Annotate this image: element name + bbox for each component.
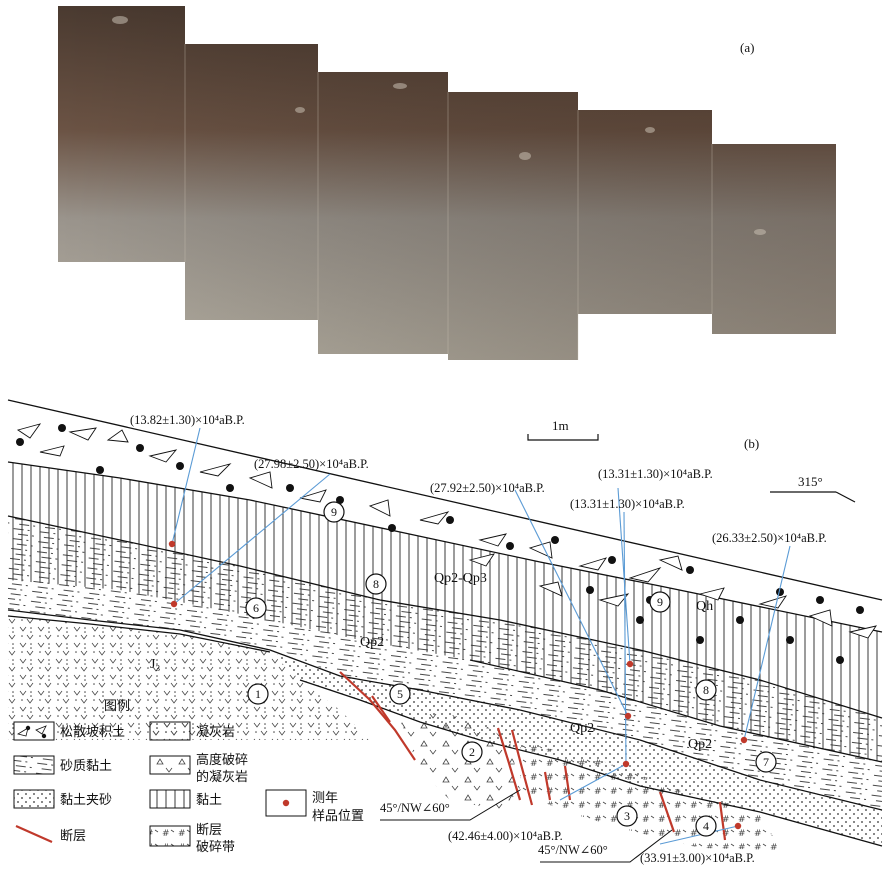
- age-label-5: (13.31±1.30)×10⁴aB.P.: [570, 497, 685, 511]
- trench-photo: [58, 6, 836, 360]
- svg-text:5: 5: [397, 687, 403, 701]
- layer-number-9a: 9: [323, 501, 345, 523]
- svg-text:4: 4: [703, 819, 709, 833]
- unit-j3: J₃: [150, 657, 160, 672]
- layer-number-3: 3: [616, 805, 638, 827]
- age-label-1: (13.82±1.30)×10⁴aB.P.: [130, 413, 245, 427]
- legend-label-tuff: 凝灰岩: [196, 724, 235, 740]
- orientation-label: 315°: [798, 474, 823, 489]
- scale-label: 1m: [552, 418, 569, 433]
- orientation-marker: 315°: [770, 474, 856, 503]
- svg-text:9: 9: [331, 505, 337, 519]
- layer-number-4: 4: [695, 815, 717, 837]
- age-label-6: (26.33±2.50)×10⁴aB.P.: [712, 531, 827, 545]
- scale-bar: 1m: [527, 418, 599, 441]
- legend-label-clay-sand: 黏土夹砂: [60, 792, 112, 808]
- fault-attitude-1: 45°/NW∠60°: [380, 801, 450, 815]
- legend-title: 图例: [104, 699, 130, 714]
- layer-number-2: 2: [461, 741, 483, 763]
- legend-label-sample-1: 测年: [312, 791, 338, 806]
- unit-qh: Qh: [696, 599, 713, 614]
- legend-label-crushed-tuff-1: 高度破碎: [196, 752, 248, 768]
- legend-label-clay: 黏土: [196, 792, 222, 808]
- unit-qp2-a: Qp2: [360, 635, 384, 650]
- svg-text:8: 8: [703, 683, 709, 697]
- fault-lines: [339, 671, 727, 841]
- layer-number-8a: 8: [365, 573, 387, 595]
- colluvium-dots: [16, 424, 864, 664]
- legend: 图例 松散坡积土 凝灰岩 砂质黏土 高度破碎 的凝灰岩 黏土夹砂 黏土 断层 断…: [13, 699, 364, 855]
- sample-leaders: [171, 427, 791, 845]
- svg-text:2: 2: [469, 745, 475, 759]
- age-label-3: (27.92±2.50)×10⁴aB.P.: [430, 481, 545, 495]
- legend-label-fault-zone-2: 破碎带: [196, 840, 235, 855]
- legend-label-fault-zone-1: 断层: [196, 823, 222, 838]
- fault-attitude-2: 45°/NW∠60°: [538, 843, 608, 857]
- age-label-8: (33.91±3.00)×10⁴aB.P.: [640, 851, 755, 865]
- colluvium-clasts: [16, 423, 878, 639]
- legend-label-colluvium: 松散坡积土: [60, 725, 125, 740]
- geologic-profile: [7, 399, 883, 863]
- layer-number-8b: 8: [695, 679, 717, 701]
- age-label-2: (27.98±2.50)×10⁴aB.P.: [254, 457, 369, 471]
- svg-text:1: 1: [255, 687, 261, 701]
- legend-label-fault: 断层: [60, 829, 86, 844]
- legend-label-sample-2: 样品位置: [312, 809, 364, 824]
- layer-number-7: 7: [755, 751, 777, 773]
- layer-number-9b: 9: [649, 591, 671, 613]
- legend-label-sandy-clay: 砂质黏土: [60, 758, 112, 774]
- svg-text:8: 8: [373, 577, 379, 591]
- panel-a-label: (a): [740, 40, 754, 55]
- unit-qp2-qp3: Qp2-Qp3: [434, 571, 487, 586]
- age-label-4: (13.31±1.30)×10⁴aB.P.: [598, 467, 713, 481]
- svg-text:9: 9: [657, 595, 663, 609]
- unit-qp2-b: Qp2: [570, 721, 594, 736]
- unit-qp2-c: Qp2: [688, 737, 712, 752]
- layer-number-1: 1: [247, 683, 269, 705]
- layer-number-5: 5: [389, 683, 411, 705]
- panel-b-label: (b): [744, 436, 759, 451]
- age-label-7: (42.46±4.00)×10⁴aB.P.: [448, 829, 563, 843]
- svg-text:6: 6: [253, 601, 259, 615]
- sample-points: [168, 540, 748, 830]
- svg-text:3: 3: [624, 809, 630, 823]
- svg-text:7: 7: [763, 755, 769, 769]
- legend-label-crushed-tuff-2: 的凝灰岩: [196, 769, 248, 785]
- layer-number-6: 6: [245, 597, 267, 619]
